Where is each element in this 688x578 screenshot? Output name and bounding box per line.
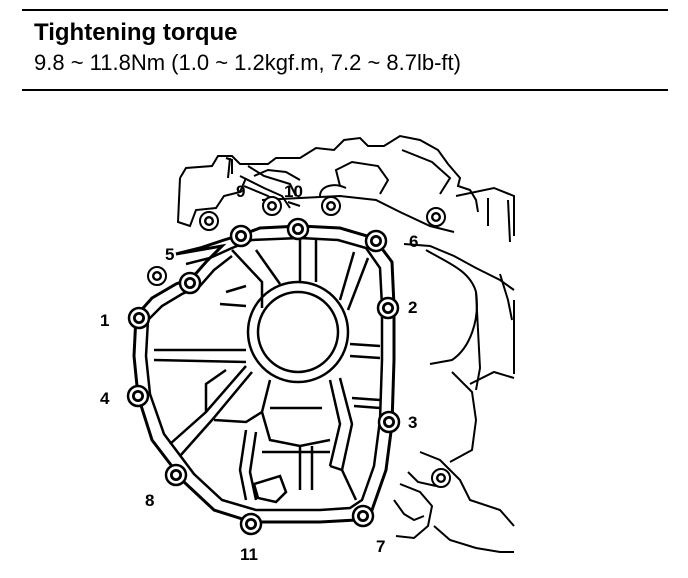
oil-pan-ribs — [153, 240, 381, 504]
bolt-11 — [239, 512, 263, 536]
bolt-5 — [178, 271, 202, 295]
torque-spec-title: Tightening torque — [34, 19, 238, 46]
bolt-label-11: 11 — [240, 545, 258, 564]
block-bolt — [199, 211, 219, 231]
bolt-9 — [229, 224, 253, 248]
block-bolt — [321, 196, 341, 216]
torque-spec-value: 9.8 ~ 11.8Nm (1.0 ~ 1.2kgf.m, 7.2 ~ 8.7l… — [34, 50, 461, 75]
bolt-6 — [364, 229, 388, 253]
bolt-label-10: 10 — [284, 182, 303, 201]
bolt-3 — [377, 410, 401, 434]
bolt-label-3: 3 — [408, 413, 417, 432]
bolt-label-1: 1 — [100, 311, 109, 330]
bolt-1 — [127, 306, 151, 330]
block-bolt — [147, 266, 167, 286]
bolt-2 — [376, 296, 400, 320]
top-rule — [22, 9, 668, 11]
block-bolt — [262, 196, 282, 216]
bolt-label-6: 6 — [409, 232, 418, 251]
block-bolt — [431, 468, 451, 488]
block-bolt — [426, 207, 446, 227]
bolt-label-9: 9 — [236, 182, 245, 201]
bolt-7 — [351, 504, 375, 528]
bolt-4 — [126, 384, 150, 408]
bolt-label-2: 2 — [408, 298, 417, 317]
bottom-rule — [22, 89, 668, 91]
bolt-label-8: 8 — [145, 491, 154, 510]
torque-spec-box: Tightening torque 9.8 ~ 11.8Nm (1.0 ~ 1.… — [34, 18, 654, 78]
bolt-10 — [286, 217, 310, 241]
bolt-label-4: 4 — [100, 389, 110, 408]
bolt-label-7: 7 — [376, 537, 385, 556]
engine-block-outline — [176, 134, 515, 553]
bolt-label-5: 5 — [165, 245, 174, 264]
bolt-8 — [164, 463, 188, 487]
